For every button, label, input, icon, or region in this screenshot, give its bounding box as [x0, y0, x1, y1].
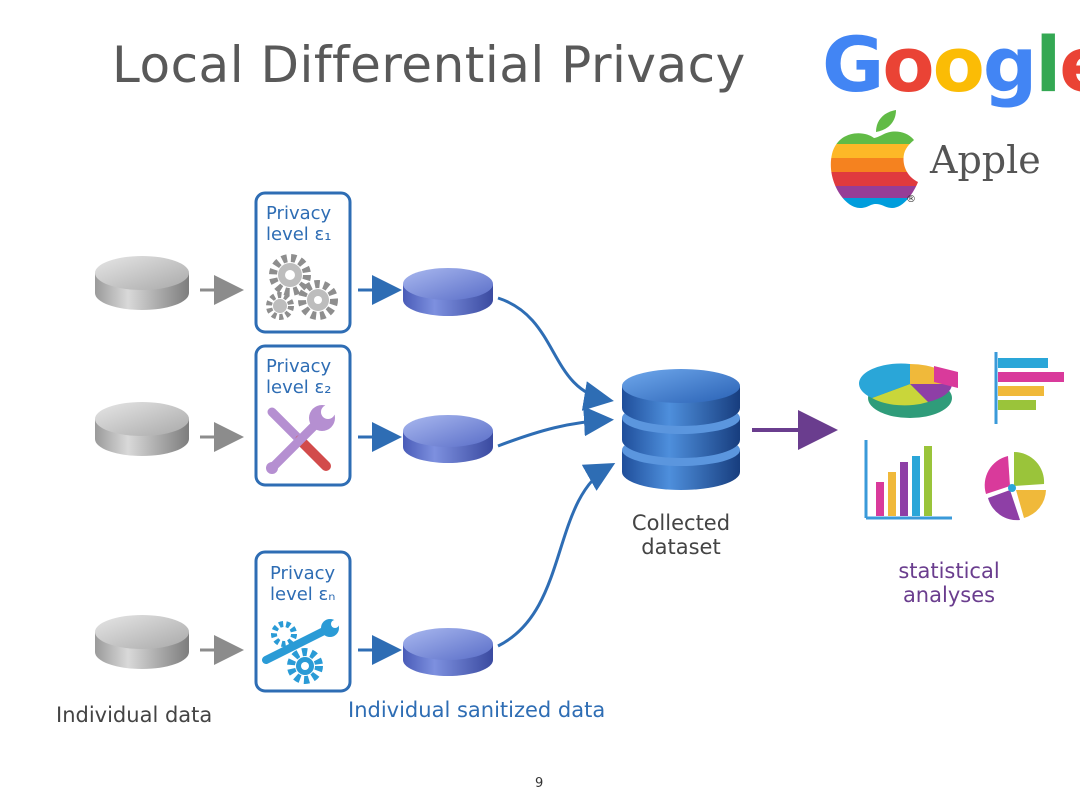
apple-wordmark: Apple: [930, 138, 1041, 182]
analyses-label-line1: statistical: [898, 559, 1000, 583]
privacy-label-line1: Privacy: [266, 203, 332, 224]
wrench-gear-icon: [262, 619, 339, 684]
sanitized-data-disk: [403, 415, 493, 463]
individual-data-disk: [95, 615, 189, 669]
sanitized-data-label: Individual sanitized data: [348, 698, 606, 722]
exploded-pie-icon: [984, 451, 1046, 521]
arrow-to-dataset-2: [497, 406, 614, 448]
individual-data-label: Individual data: [56, 703, 213, 727]
individual-data-disk: [95, 402, 189, 456]
collected-dataset-icon: [622, 369, 740, 490]
apple-logo-icon: [830, 110, 918, 208]
arrow-to-dataset-n: [497, 463, 616, 648]
privacy-label-line1: Privacy: [266, 356, 332, 377]
privacy-box-2: [254, 344, 352, 487]
privacy-label-line2: level ε₂: [266, 377, 332, 398]
bar-chart-vertical-icon: [864, 440, 952, 520]
bar-chart-horizontal-icon: [994, 352, 1064, 424]
collected-label-line1: Collected: [631, 511, 731, 535]
gears-icon: [266, 254, 338, 320]
individual-data-disk: [95, 256, 189, 310]
pie-chart-icon: [859, 363, 958, 418]
arrow-to-dataset-1: [497, 296, 614, 411]
wrench-screwdriver-icon: [266, 405, 335, 474]
collected-label-line2: dataset: [641, 535, 721, 559]
registered-mark: ®: [906, 194, 916, 205]
privacy-label-line2: level ε₁: [266, 224, 332, 245]
page-number: 9: [535, 776, 544, 791]
sanitized-data-disk: [403, 268, 493, 316]
privacy-label-line2: level εₙ: [270, 584, 336, 605]
analyses-label-line2: analyses: [902, 583, 996, 607]
slide-title: Local Differential Privacy: [112, 36, 746, 94]
sanitized-data-disk: [403, 628, 493, 676]
google-logo: Google: [822, 20, 1080, 109]
privacy-label-line1: Privacy: [270, 563, 336, 584]
